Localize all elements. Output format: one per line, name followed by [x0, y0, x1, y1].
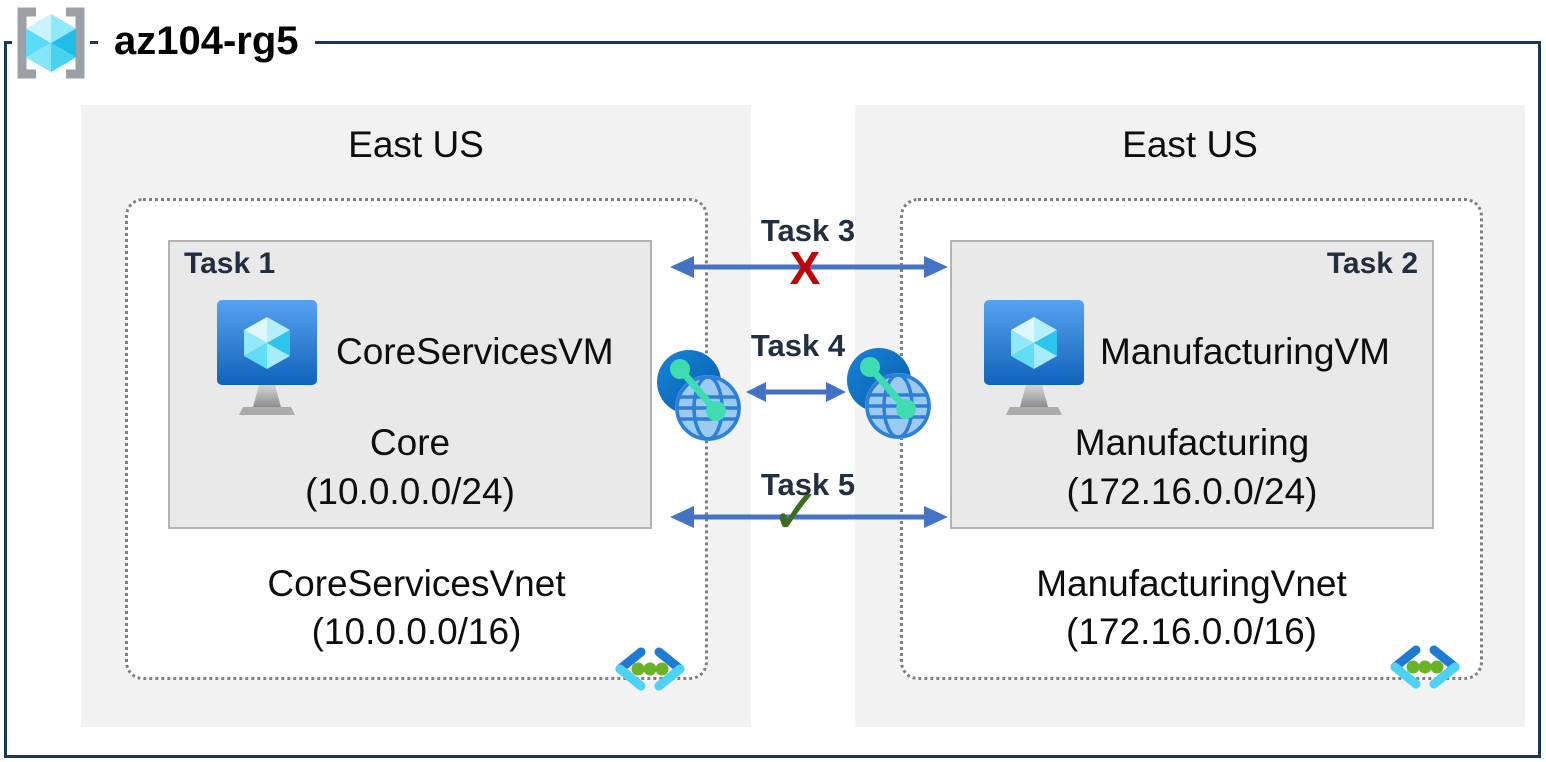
task-3-label: Task 3 [760, 213, 856, 248]
vnet-name-right: ManufacturingVnet [1036, 563, 1347, 604]
vm-name-left: CoreServicesVM [336, 331, 614, 372]
task-1-label: Task 1 [184, 247, 276, 280]
region-location-right: East US [1122, 124, 1258, 165]
subnet-cidr-left: (10.0.0.0/24) [305, 471, 515, 512]
subnet-name-left: Core [369, 422, 451, 463]
task-5-arrow [670, 506, 948, 528]
virtual-network-icon [1390, 645, 1460, 689]
virtual-network-icon [615, 647, 685, 691]
vnet-name-left: CoreServicesVnet [267, 563, 566, 604]
network-peering-icon [847, 348, 931, 439]
task-2-label: Task 2 [1326, 247, 1418, 280]
success-check-icon: ✓ [770, 475, 822, 548]
region-location-left: East US [348, 124, 484, 165]
virtual-machine-icon [984, 300, 1084, 415]
task-4-label: Task 4 [750, 328, 846, 363]
task-3-arrow [670, 256, 948, 278]
task-5-label: Task 5 [760, 467, 856, 502]
subnet-name-right: Manufacturing [1074, 422, 1310, 463]
resource-group-icon [12, 6, 90, 80]
blocked-x-icon: X [789, 242, 821, 294]
vnet-cidr-right: (172.16.0.0/16) [1066, 611, 1317, 652]
virtual-machine-icon [217, 300, 317, 415]
vnet-cidr-left: (10.0.0.0/16) [311, 611, 522, 652]
resource-group-title: az104-rg5 [98, 12, 315, 70]
task-4-arrow [746, 382, 846, 402]
subnet-cidr-right: (172.16.0.0/24) [1066, 471, 1318, 512]
resource-group-frame [4, 41, 1541, 758]
vm-name-right: ManufacturingVM [1100, 331, 1390, 372]
network-peering-icon [657, 350, 741, 441]
